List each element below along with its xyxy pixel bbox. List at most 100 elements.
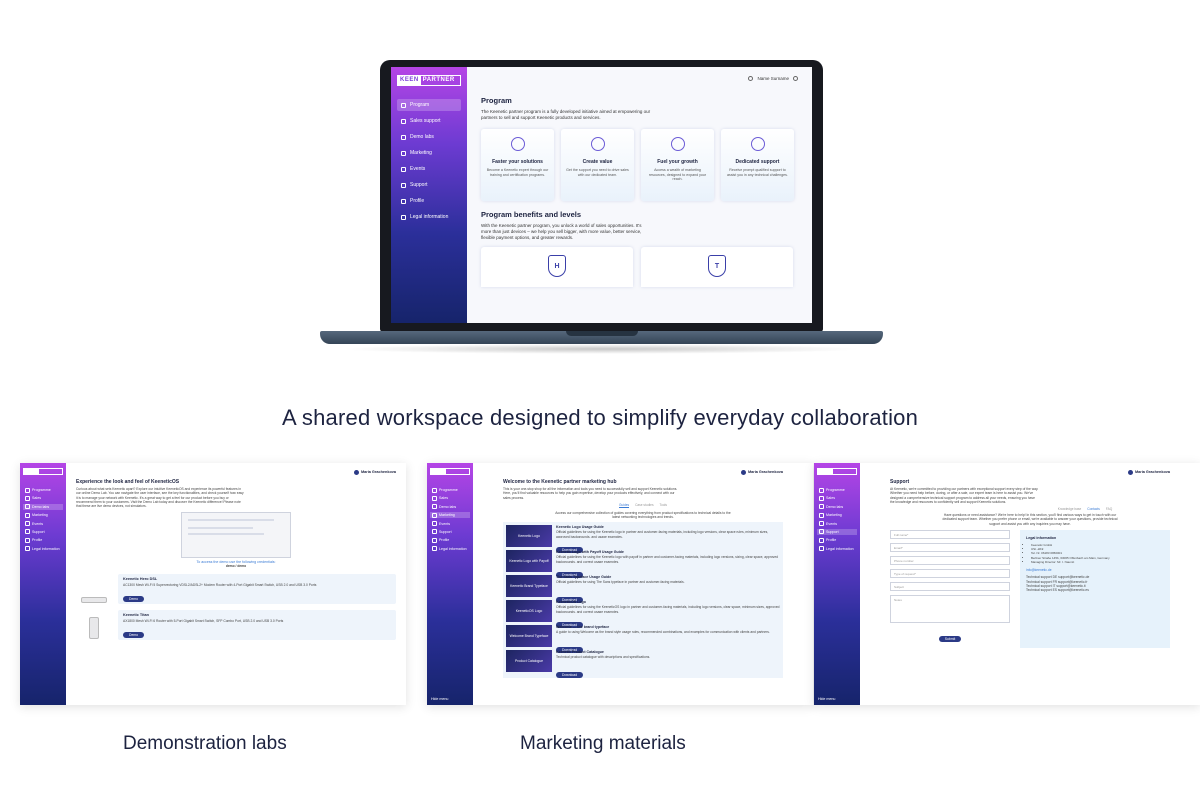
brand-logo[interactable]	[817, 468, 857, 475]
sidebar: KEEN PARTNER Program Sales support Demo …	[391, 67, 467, 323]
download-button[interactable]: Download	[556, 572, 584, 579]
guide-thumbnail: Keenetic Logo	[506, 525, 552, 548]
sidebar-item-legal[interactable]: Legal information	[397, 211, 461, 223]
sidebar-item[interactable]: Profile	[817, 537, 857, 543]
guide-thumbnail: Welcome Brand Typeface	[506, 625, 552, 648]
sidebar-item[interactable]: Programme	[23, 487, 63, 493]
product-card: Keenetic Titan AX1800 Mesh Wi-Fi 6 Route…	[118, 609, 396, 640]
sidebar-item-program[interactable]: Program	[397, 99, 461, 111]
user-avatar-icon[interactable]	[793, 75, 798, 81]
sidebar-item[interactable]: Events	[817, 521, 857, 527]
sidebar-item[interactable]: Legal information	[23, 546, 63, 552]
tagline: A shared workspace designed to simplify …	[281, 405, 919, 430]
full-name-field[interactable]: Full name*	[890, 530, 1010, 540]
tab-contacts[interactable]: Contacts	[1087, 507, 1100, 512]
hide-menu-button[interactable]: Hide menu	[431, 697, 449, 701]
email-link[interactable]: info@keenetic.de	[1026, 568, 1052, 573]
user-menu[interactable]: Maria Grachenkova	[890, 469, 1170, 475]
download-button[interactable]: Download	[556, 647, 584, 654]
laptop-notch	[566, 331, 638, 336]
brand-logo[interactable]	[23, 468, 63, 475]
sidebar-item[interactable]: Profile	[23, 537, 63, 543]
sidebar-item[interactable]: Events	[23, 521, 63, 527]
sidebar-item[interactable]: Demo labs	[817, 504, 857, 510]
legal-icon	[401, 214, 406, 220]
sidebar-item[interactable]: Marketing	[23, 512, 63, 518]
phone-field[interactable]: Phone number	[890, 556, 1010, 566]
product-card: Keenetic Hero DSL AC1300 Mesh Wi-Fi 5 Su…	[118, 573, 396, 604]
profile-icon	[401, 198, 406, 204]
sidebar-item[interactable]: Legal information	[817, 546, 857, 552]
user-menu[interactable]: Name Surname	[481, 73, 798, 83]
download-button[interactable]: Download	[556, 622, 584, 629]
sidebar-item[interactable]: Support	[817, 528, 857, 535]
download-button[interactable]: Download	[556, 547, 584, 554]
tab-faq[interactable]: FAQ	[1105, 507, 1113, 512]
demo-labs-screenshot: Programme Sales Demo labs Marketing Even…	[20, 463, 406, 705]
sidebar-nav: Programme Sales Demo labs Marketing Even…	[23, 487, 63, 552]
laptop-mockup: KEEN PARTNER Program Sales support Demo …	[320, 60, 883, 360]
sidebar-item-support[interactable]: Support	[397, 179, 461, 191]
tab-knowledge-base[interactable]: Knowledge base	[1057, 507, 1082, 512]
sidebar-item[interactable]: Sales	[23, 495, 63, 501]
download-button[interactable]: Download	[556, 597, 584, 604]
sidebar-item[interactable]: Marketing	[430, 512, 470, 519]
sidebar-item[interactable]: Sales	[817, 495, 857, 501]
sidebar-item-demo-labs[interactable]: Demo labs	[397, 131, 461, 143]
page-intro: Curious about what sets Keenetic apart? …	[76, 487, 244, 509]
sidebar-item[interactable]: Support	[430, 529, 470, 535]
demo-button[interactable]: Demo	[123, 596, 145, 603]
download-button[interactable]: Download	[556, 672, 584, 679]
sidebar-item-marketing[interactable]: Marketing	[397, 147, 461, 159]
sidebar: Programme Sales Demo labs Marketing Even…	[20, 463, 66, 705]
sidebar: Programme Sales Demo labs Marketing Even…	[427, 463, 473, 705]
support-icon	[401, 182, 406, 188]
submit-button[interactable]: Submit	[938, 636, 962, 643]
credentials-link[interactable]: To access the demo use the following cre…	[196, 560, 276, 565]
tab-tools[interactable]: Tools	[659, 502, 667, 507]
contact-line: Technical support DE support@keenetic.de	[1026, 575, 1090, 580]
laptop-shadow	[340, 344, 863, 354]
email-field[interactable]: Email*	[890, 543, 1010, 553]
demo-button[interactable]: Demo	[123, 632, 145, 639]
sidebar-item-events[interactable]: Events	[397, 163, 461, 175]
subject-field[interactable]: Subject	[890, 582, 1010, 592]
sidebar-item-sales-support[interactable]: Sales support	[397, 115, 461, 127]
brand-logo[interactable]	[430, 468, 470, 475]
guide-thumbnail: Keenetic Brand Typeface	[506, 575, 552, 598]
sidebar-item[interactable]: Programme	[817, 487, 857, 493]
notes-field[interactable]: Notes	[890, 595, 1010, 624]
tab-case-studies[interactable]: Case studies	[635, 502, 654, 507]
growth-chart-icon	[670, 137, 685, 151]
sidebar-item[interactable]: Sales	[430, 495, 470, 501]
avatar	[1127, 469, 1133, 475]
hide-menu-button[interactable]: Hide menu	[818, 697, 836, 701]
sidebar-item[interactable]: Demo labs	[23, 503, 63, 510]
level-card: T	[641, 247, 793, 287]
sidebar-item[interactable]: Demo labs	[430, 504, 470, 510]
globe-icon[interactable]	[748, 75, 754, 81]
sidebar-item-profile[interactable]: Profile	[397, 195, 461, 207]
user-menu[interactable]: Maria Grachenkova	[503, 469, 783, 475]
sidebar-item[interactable]: Programme	[430, 487, 470, 493]
sidebar-item[interactable]: Support	[23, 529, 63, 535]
brand-logo[interactable]: KEEN PARTNER	[397, 75, 461, 86]
user-menu[interactable]: Maria Grachenkova	[76, 469, 396, 475]
laptop-base	[320, 331, 883, 344]
sidebar-item[interactable]: Marketing	[817, 512, 857, 518]
sidebar-item[interactable]: Events	[430, 521, 470, 527]
sidebar-item[interactable]: Legal information	[430, 546, 470, 552]
tab-guides[interactable]: Guides	[619, 502, 630, 508]
request-type-select[interactable]: Type of request*	[890, 569, 1010, 579]
sidebar-item[interactable]: Profile	[430, 537, 470, 543]
caption-demo-labs: Demonstration labs	[123, 733, 287, 754]
laptop-screen: KEEN PARTNER Program Sales support Demo …	[391, 67, 812, 323]
main-content: Maria Grachenkova Welcome to the Keeneti…	[473, 463, 813, 705]
guides-lead: Access our comprehensive collection of g…	[555, 510, 731, 520]
location-pin-icon	[750, 137, 765, 151]
